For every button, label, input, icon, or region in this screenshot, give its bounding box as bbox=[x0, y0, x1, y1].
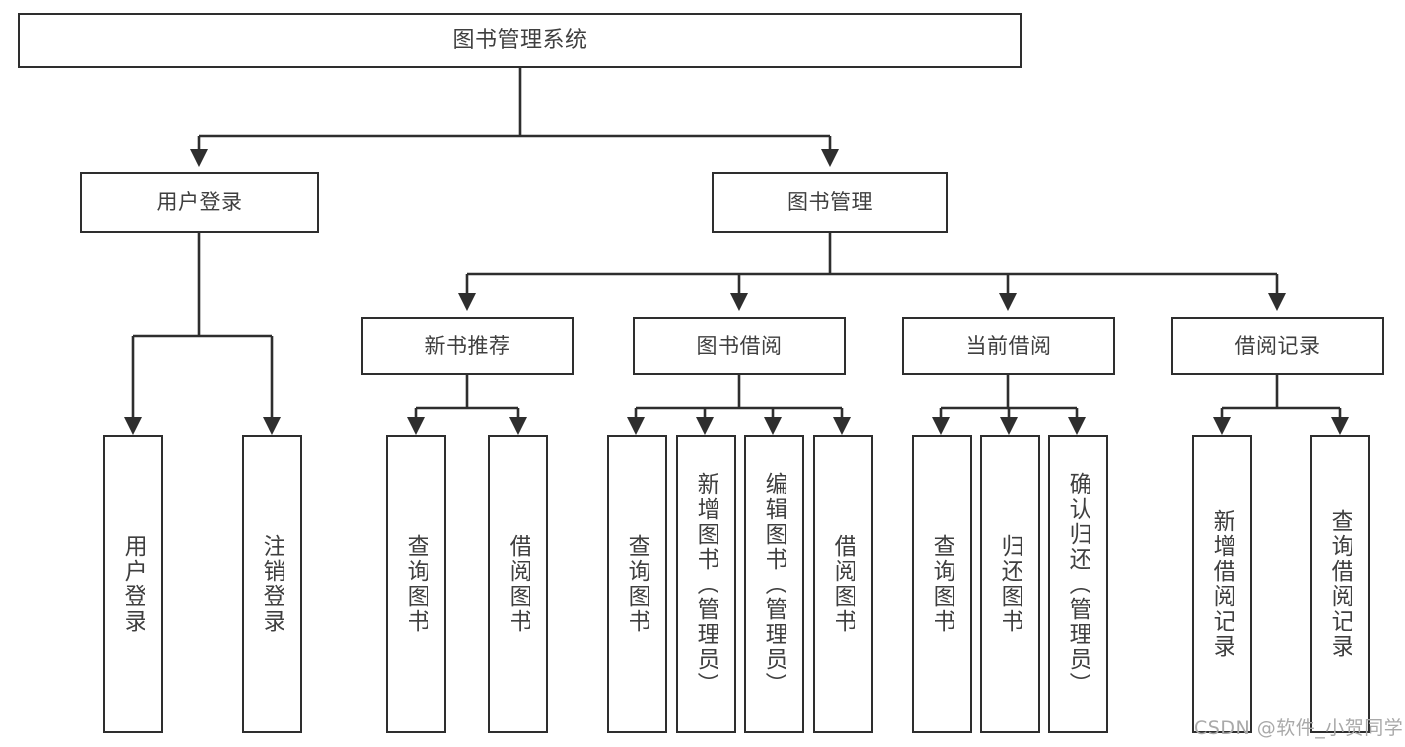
leaf-return-book[interactable]: 归还图书 bbox=[980, 435, 1040, 733]
leaf-logout-login[interactable]: 注销登录 bbox=[242, 435, 302, 733]
node-label: 图书管理系统 bbox=[452, 27, 588, 53]
node-label: 当前借阅 bbox=[965, 333, 1052, 358]
leaf-query-borrow-record[interactable]: 查询借阅记录 bbox=[1310, 435, 1370, 733]
node-new-book-recommend[interactable]: 新书推荐 bbox=[361, 317, 574, 375]
leaf-confirm-return-admin[interactable]: 确认归还（管理员） bbox=[1048, 435, 1108, 733]
node-root-book-management-system[interactable]: 图书管理系统 bbox=[18, 13, 1022, 68]
leaf-edit-book-admin[interactable]: 编辑图书（管理员） bbox=[744, 435, 804, 733]
node-label: 查询借阅记录 bbox=[1327, 509, 1353, 659]
node-borrow-record[interactable]: 借阅记录 bbox=[1171, 317, 1384, 375]
node-label: 用户登录 bbox=[156, 190, 243, 215]
node-book-management[interactable]: 图书管理 bbox=[712, 172, 948, 233]
node-book-borrow[interactable]: 图书借阅 bbox=[633, 317, 846, 375]
node-label: 注销登录 bbox=[259, 534, 285, 634]
node-label: 借阅图书 bbox=[830, 534, 856, 634]
node-label: 新增图书（管理员） bbox=[693, 471, 719, 697]
node-label: 图书借阅 bbox=[696, 333, 783, 358]
leaf-query-book-borrow[interactable]: 查询图书 bbox=[607, 435, 667, 733]
node-label: 查询图书 bbox=[929, 534, 955, 634]
node-user-login[interactable]: 用户登录 bbox=[80, 172, 319, 233]
node-label: 查询图书 bbox=[624, 534, 650, 634]
node-label: 借阅图书 bbox=[505, 534, 531, 634]
node-label: 新书推荐 bbox=[424, 333, 511, 358]
node-current-borrow[interactable]: 当前借阅 bbox=[902, 317, 1115, 375]
node-label: 确认归还（管理员） bbox=[1065, 471, 1091, 697]
node-label: 查询图书 bbox=[403, 534, 429, 634]
node-label: 图书管理 bbox=[787, 190, 873, 215]
leaf-user-login[interactable]: 用户登录 bbox=[103, 435, 163, 733]
node-label: 编辑图书（管理员） bbox=[761, 471, 787, 697]
node-label: 用户登录 bbox=[120, 534, 146, 634]
leaf-add-book-admin[interactable]: 新增图书（管理员） bbox=[676, 435, 736, 733]
node-label: 归还图书 bbox=[997, 534, 1023, 634]
leaf-query-book-recommend[interactable]: 查询图书 bbox=[386, 435, 446, 733]
node-label: 新增借阅记录 bbox=[1209, 509, 1235, 659]
leaf-borrow-book-recommend[interactable]: 借阅图书 bbox=[488, 435, 548, 733]
leaf-query-book-current[interactable]: 查询图书 bbox=[912, 435, 972, 733]
leaf-borrow-book-borrow[interactable]: 借阅图书 bbox=[813, 435, 873, 733]
leaf-add-borrow-record[interactable]: 新增借阅记录 bbox=[1192, 435, 1252, 733]
node-label: 借阅记录 bbox=[1234, 333, 1321, 358]
